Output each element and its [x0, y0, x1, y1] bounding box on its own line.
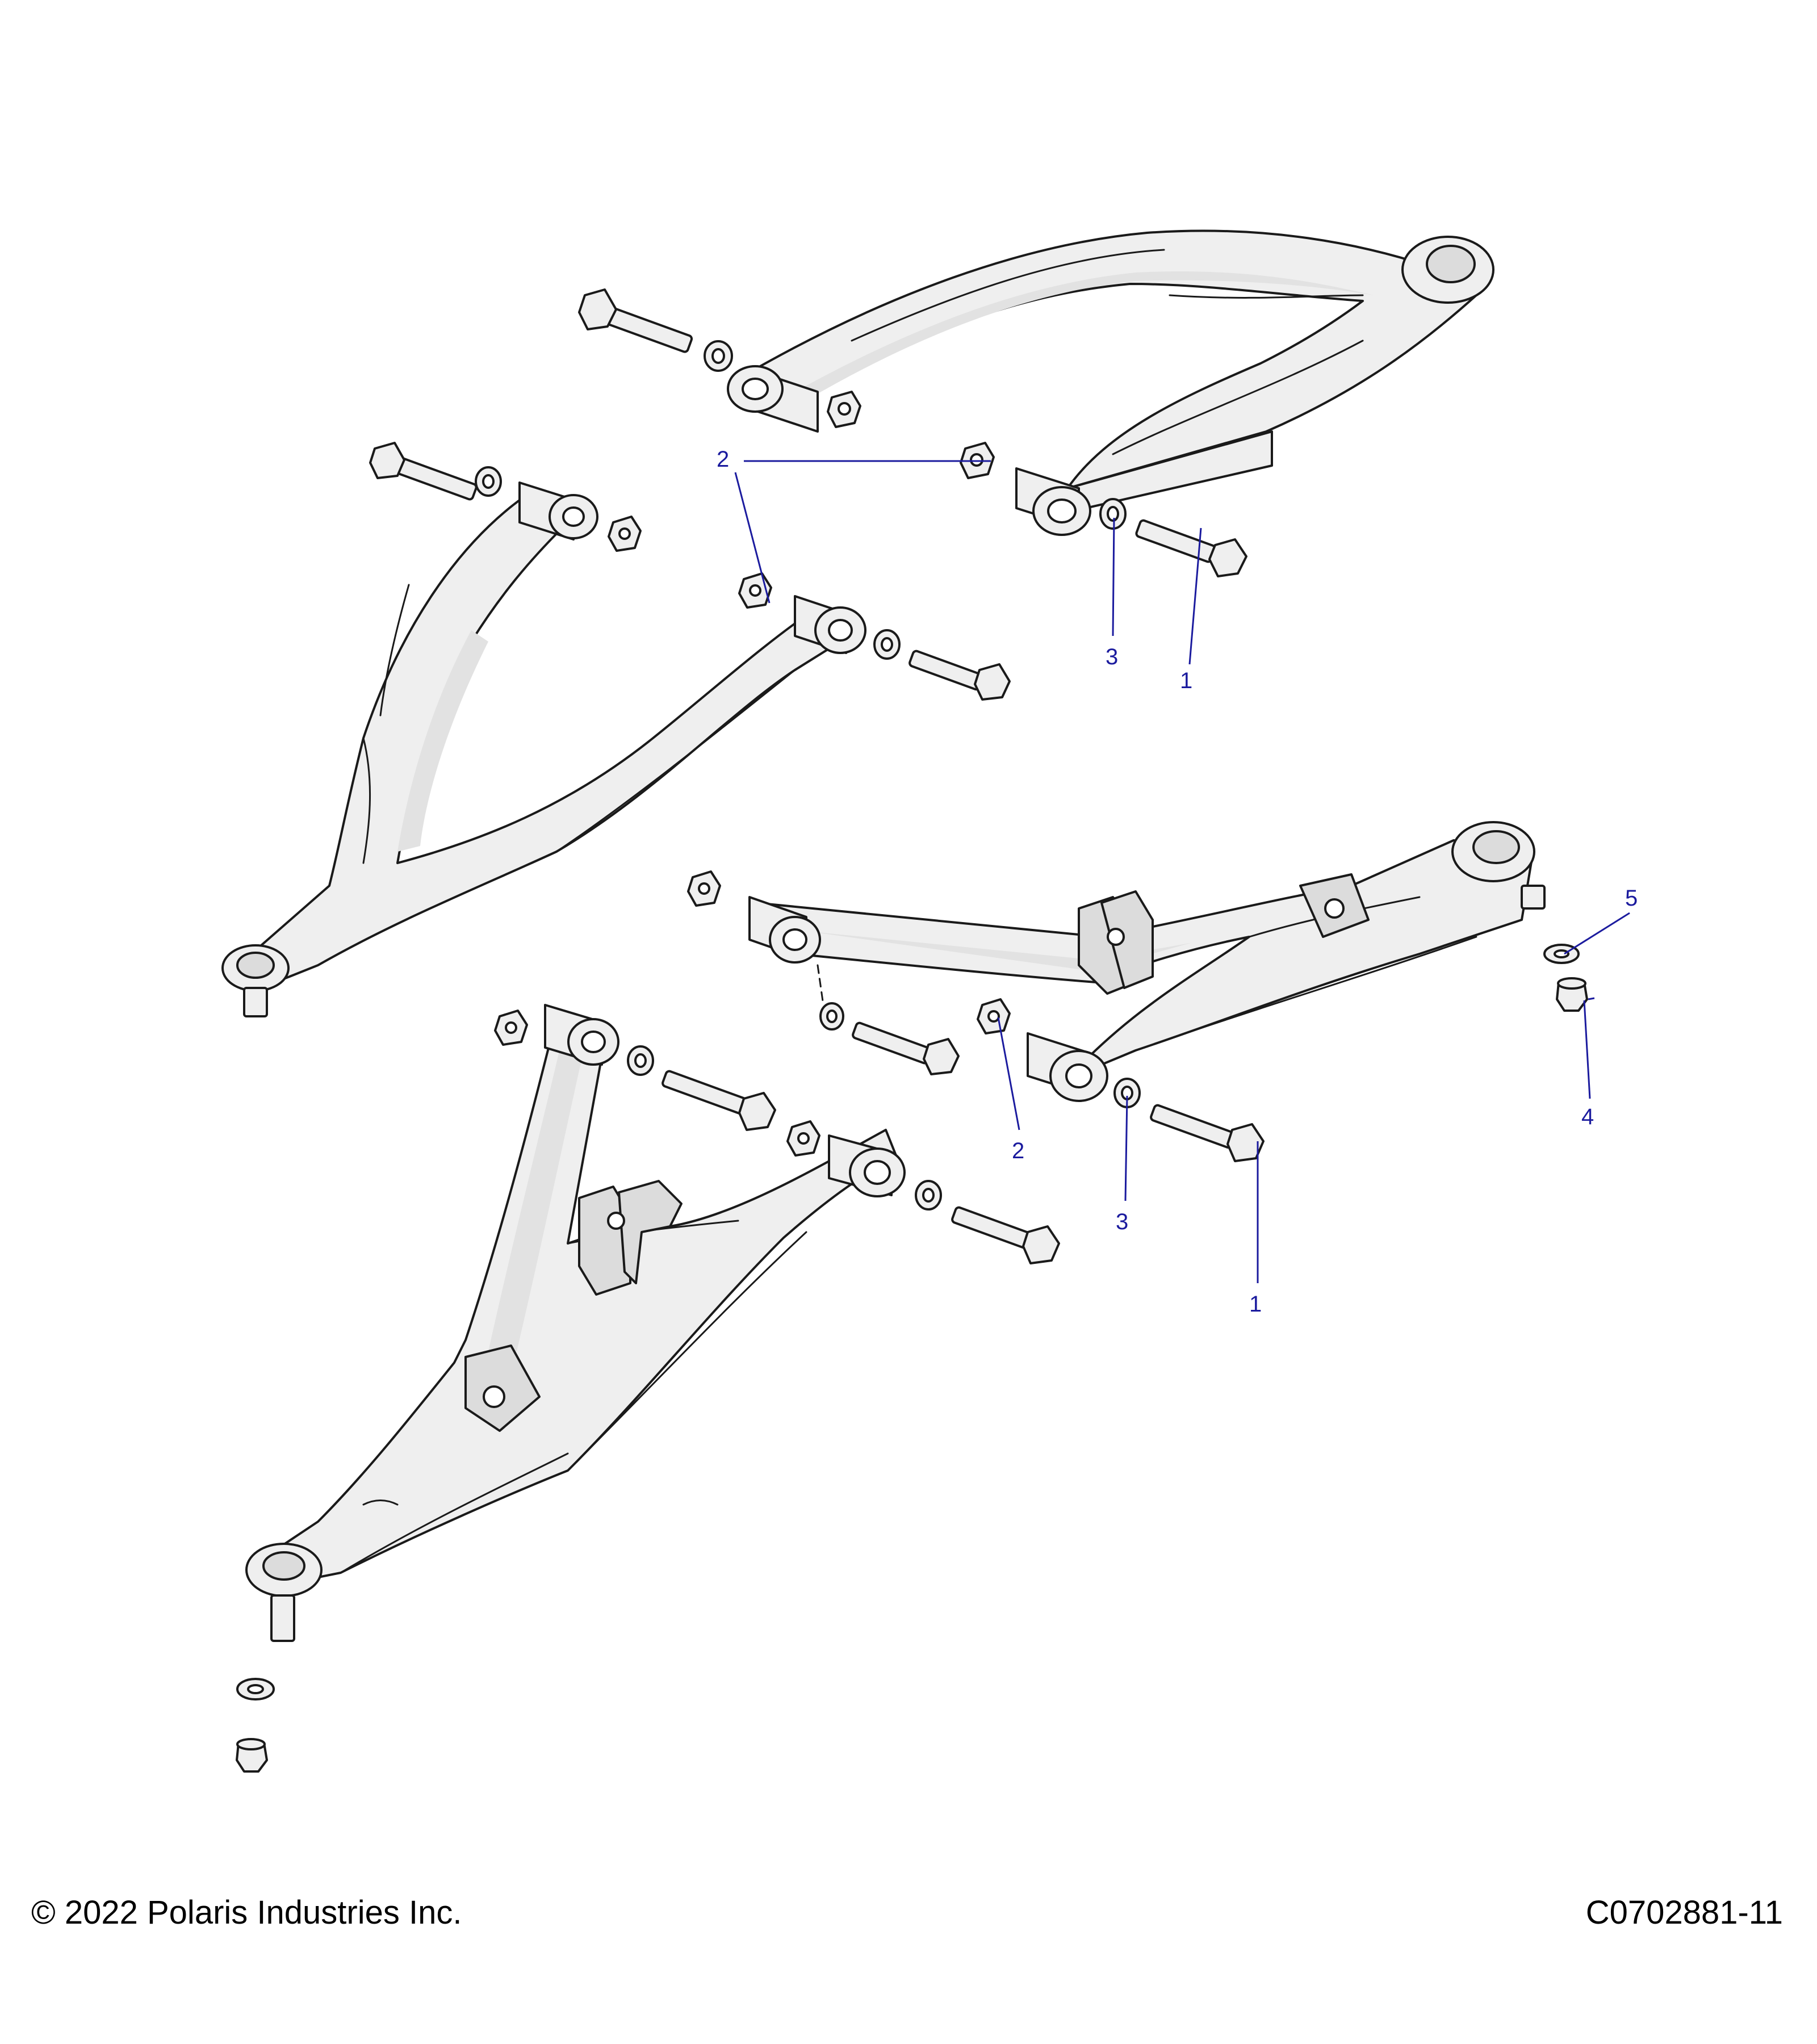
washer [1099, 498, 1127, 530]
nut [827, 391, 861, 428]
callout-1: 1 [1249, 1292, 1262, 1317]
washer [475, 466, 502, 497]
hardware-lower-front [236, 1010, 1060, 1773]
hardware-upper-rear [578, 288, 1247, 577]
bolt [1135, 519, 1247, 577]
washer [1113, 1078, 1141, 1108]
nut [977, 998, 1011, 1034]
bolt [369, 442, 478, 501]
bolt [578, 288, 693, 353]
callout-2: 2 [1012, 1138, 1024, 1163]
diagram-code: C0702881-11 [1585, 1894, 1783, 1931]
bolt [909, 650, 1011, 701]
washer [915, 1180, 942, 1211]
upper-arm-rear [727, 229, 1494, 536]
hardware-upper-front [369, 442, 1011, 701]
bolt [951, 1206, 1060, 1264]
bolt [1150, 1104, 1265, 1162]
callout-leaders [734, 460, 1630, 1283]
washer [873, 629, 901, 660]
callout-2: 2 [717, 447, 729, 472]
lower-arm-rear [748, 821, 1546, 1102]
nut [494, 1010, 528, 1046]
nut [608, 516, 642, 552]
upper-arm-front [221, 481, 866, 1017]
bolt [852, 1021, 960, 1075]
callout-5: 5 [1625, 886, 1638, 911]
nut [687, 870, 721, 907]
hardware-lower-rear [687, 870, 1588, 1162]
washer [627, 1045, 654, 1076]
callout-1: 1 [1180, 668, 1192, 693]
washer [236, 1678, 275, 1700]
copyright-notice: © 2022 Polaris Industries Inc. [31, 1894, 462, 1931]
nut [236, 1738, 268, 1773]
nut [1556, 977, 1588, 1012]
nut [786, 1120, 820, 1157]
callout-3: 3 [1106, 644, 1118, 669]
callout-4: 4 [1581, 1104, 1594, 1129]
callout-3: 3 [1116, 1209, 1128, 1234]
lower-arm-front [245, 1004, 906, 1642]
callout-labels: 2 3 1 2 3 1 4 5 [717, 447, 1638, 1317]
bolt [662, 1070, 776, 1131]
washer [819, 1002, 844, 1031]
washer [704, 340, 733, 372]
